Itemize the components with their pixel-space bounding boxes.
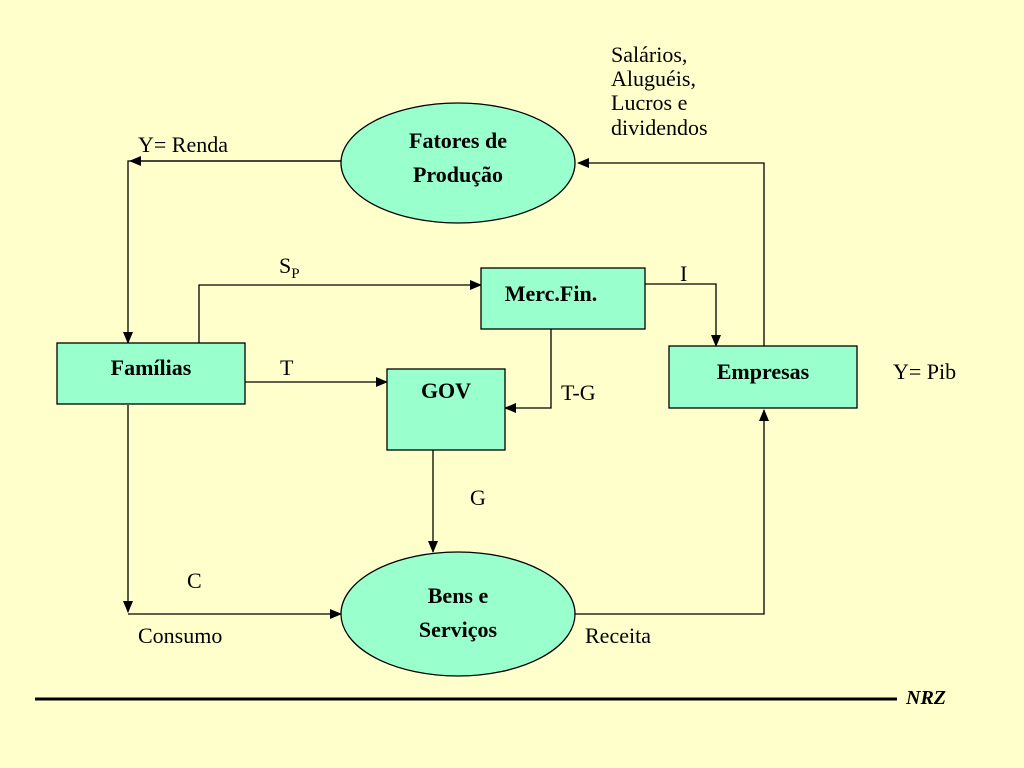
edge-savings <box>198 280 482 343</box>
familias-label: Famílias <box>111 355 192 380</box>
node-fatores-de-producao: Fatores de Produção <box>340 102 576 224</box>
factor-payments-line-3: Lucros e <box>611 90 687 115</box>
merc-fin-label: Merc.Fin. <box>505 281 597 306</box>
signature: NRZ <box>905 687 946 709</box>
node-gov: GOV <box>386 368 506 451</box>
label-receita: Receita <box>585 623 651 648</box>
bens-line2: Serviços <box>419 617 498 642</box>
label-gov-spending: G <box>470 485 486 510</box>
label-renda: Y= Renda <box>138 132 228 157</box>
edge-receita <box>575 409 769 615</box>
fatores-line1: Fatores de <box>409 128 507 153</box>
node-merc-fin: Merc.Fin. <box>480 267 646 330</box>
edge-renda <box>123 160 341 344</box>
empresas-label: Empresas <box>717 359 810 384</box>
node-familias: Famílias <box>56 342 246 405</box>
factor-payments-line-4: dividendos <box>611 115 708 140</box>
edge-factor-payments <box>577 158 765 346</box>
fatores-line2: Produção <box>413 162 503 187</box>
edge-deficit <box>504 329 552 413</box>
label-savings: SP <box>279 253 300 282</box>
node-empresas: Empresas <box>668 345 858 409</box>
label-savings-main: S <box>279 253 291 278</box>
label-investment: I <box>680 261 687 286</box>
label-consumo: Consumo <box>138 623 222 648</box>
factor-payments-line-2: Aluguéis, <box>611 66 696 91</box>
factor-payments-line-1: Salários, <box>611 42 687 67</box>
node-bens-e-servicos: Bens e Serviços <box>340 551 576 677</box>
label-consumption-letter: C <box>187 568 202 593</box>
bens-line1: Bens e <box>428 583 489 608</box>
label-deficit: T-G <box>561 380 596 405</box>
label-savings-sub: P <box>291 266 299 282</box>
label-taxes: T <box>280 355 294 380</box>
gov-label: GOV <box>421 378 471 403</box>
label-factor-payments: Salários, Aluguéis, Lucros e dividendos <box>611 42 708 140</box>
edge-investment <box>645 283 721 347</box>
label-pib: Y= Pib <box>893 359 956 384</box>
